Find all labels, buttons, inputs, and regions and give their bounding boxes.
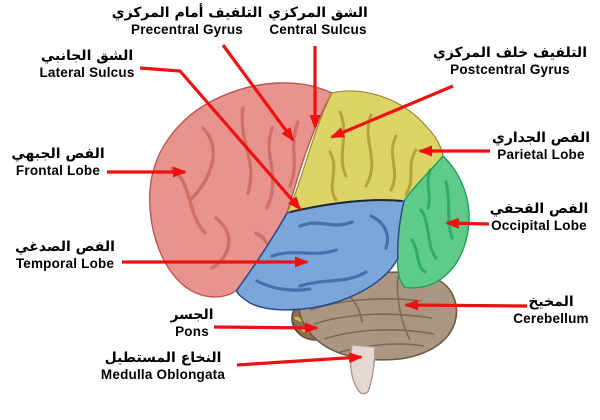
label-parietal-lobe: الفص الجداري Parietal Lobe (486, 130, 596, 162)
label-lateral-sulcus: الشق الجانبي Lateral Sulcus (28, 48, 146, 80)
label-pons: الجسر Pons (156, 307, 228, 339)
arrow-postcentral-gyrus (330, 84, 454, 139)
leader-arrows (107, 44, 528, 367)
label-precentral-gyrus: التلفيف أمام المركزي Precentral Gyrus (102, 5, 272, 37)
label-lateral-sulcus-english: Lateral Sulcus (39, 64, 135, 80)
label-cerebellum-arabic: المخيخ (528, 294, 574, 310)
label-frontal-lobe-english: Frontal Lobe (15, 162, 101, 178)
label-medulla-oblongata: النخاع المستطيل Medulla Oblongata (82, 350, 244, 382)
label-medulla-oblongata-arabic: النخاع المستطيل (104, 350, 222, 366)
label-frontal-lobe: الفص الجبهي Frontal Lobe (4, 146, 112, 178)
label-temporal-lobe-english: Temporal Lobe (15, 255, 115, 271)
arrow-lateral-sulcus (139, 66, 302, 211)
label-occipital-lobe-english: Occipital Lobe (491, 217, 587, 233)
label-precentral-gyrus-arabic: التلفيف أمام المركزي (111, 5, 263, 21)
lateral-sulcus-line (289, 199, 403, 213)
medulla-region (349, 344, 376, 395)
arrow-medulla-oblongata (236, 352, 363, 367)
label-cerebellum: المخيخ Cerebellum (500, 294, 600, 326)
temporal-lobe-region (236, 199, 405, 311)
arrow-cerebellum (404, 299, 528, 311)
temporal-gyri-lines (255, 214, 390, 292)
label-occipital-lobe-arabic: الفص القحفي (489, 201, 589, 217)
label-postcentral-gyrus: التلفيف خلف المركزي Postcentral Gyrus (424, 45, 596, 77)
label-pons-arabic: الجسر (170, 307, 214, 323)
label-parietal-lobe-english: Parietal Lobe (497, 146, 585, 162)
label-central-sulcus-english: Central Sulcus (269, 21, 367, 37)
arrow-precentral-gyrus (221, 44, 295, 142)
label-medulla-oblongata-english: Medulla Oblongata (100, 366, 226, 382)
label-occipital-lobe: الفص القحفي Occipital Lobe (482, 201, 596, 233)
arrow-pons (213, 322, 319, 334)
label-lateral-sulcus-arabic: الشق الجانبي (40, 48, 134, 64)
label-temporal-lobe-arabic: الفص الصدغي (15, 239, 115, 255)
label-postcentral-gyrus-english: Postcentral Gyrus (450, 61, 570, 77)
label-central-sulcus-arabic: الشق المركزي (268, 5, 368, 21)
label-central-sulcus: الشق المركزي Central Sulcus (258, 5, 378, 37)
label-pons-english: Pons (175, 323, 209, 339)
label-cerebellum-english: Cerebellum (513, 310, 589, 326)
label-precentral-gyrus-english: Precentral Gyrus (130, 21, 243, 37)
label-frontal-lobe-arabic: الفص الجبهي (11, 146, 105, 162)
arrow-occipital-lobe (445, 217, 490, 229)
label-parietal-lobe-arabic: الفص الجداري (491, 130, 591, 146)
occipital-gyri-lines (410, 168, 454, 274)
label-postcentral-gyrus-arabic: التلفيف خلف المركزي (432, 45, 587, 61)
label-temporal-lobe: الفص الصدغي Temporal Lobe (6, 239, 124, 271)
